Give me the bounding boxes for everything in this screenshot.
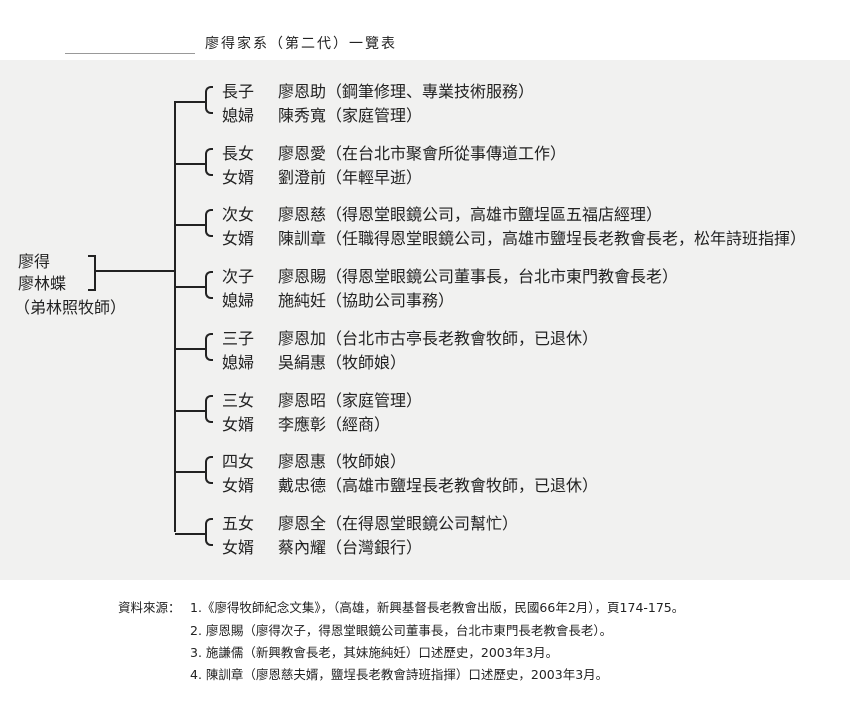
family-member-row: 五女 廖恩全（在得恩堂眼鏡公司幫忙）: [222, 510, 518, 534]
member-role: 三子: [222, 328, 255, 348]
branch-connector: [175, 532, 205, 535]
member-desc: （台北市古亭長老教會牧師，已退休）: [326, 328, 599, 348]
couple-bracket: [205, 271, 213, 300]
member-role: 長子: [222, 82, 255, 101]
member-role: 女婿: [222, 229, 255, 249]
member-name: 廖恩昭: [278, 390, 327, 410]
member-role: 長女: [222, 143, 255, 163]
root-name-2: 廖林蝶: [18, 274, 67, 293]
family-member-row: 女婿 陳訓章（任職得恩堂眼鏡公司，高雄市鹽埕長老教會長老，松年詩班指揮）: [222, 225, 806, 249]
root-connector: [95, 270, 175, 272]
member-role: 女婿: [222, 414, 255, 434]
member-role: 次子: [222, 267, 255, 287]
couple-bracket: [205, 517, 213, 546]
couple-bracket: [205, 209, 213, 238]
source-item: 4. 陳訓章（廖恩慈夫婿，鹽埕長老教會詩班指揮）口述歷史，2003年3月。: [190, 667, 609, 682]
tree-trunk: [174, 101, 176, 532]
member-role: 媳婦: [222, 291, 255, 311]
member-role: 四女: [222, 452, 255, 472]
couple-bracket: [205, 86, 213, 114]
member-desc: （高雄市鹽埕長老教會牧師，已退休）: [326, 476, 599, 496]
branch-connector: [175, 471, 205, 474]
family-member-row: 次子 廖恩賜（得恩堂眼鏡公司董事長，台北市東門教會長老）: [222, 263, 678, 287]
branch-connector: [175, 409, 205, 412]
branch-connector: [175, 224, 205, 227]
source-item: 1.《廖得牧師紀念文集》，（高雄，新興基督長老教會出版，民國66年2月），頁17…: [190, 600, 685, 615]
member-desc: （得恩堂眼鏡公司董事長，台北市東門教會長老）: [326, 267, 679, 287]
member-role: 女婿: [222, 476, 255, 496]
member-role: 女婿: [222, 537, 255, 557]
couple-bracket: [205, 456, 213, 485]
family-member-row: 長子 廖恩助（鋼筆修理、專業技術服務）: [222, 78, 534, 102]
title-rule: [65, 53, 195, 54]
sources-label: 資料來源：: [118, 600, 181, 615]
member-name: 廖恩慈: [278, 205, 327, 225]
branch-connector: [175, 162, 205, 165]
member-name: 陳訓章: [278, 229, 327, 249]
member-role: 三女: [222, 390, 255, 410]
family-member-row: 三女 廖恩昭（家庭管理）: [222, 387, 422, 411]
member-role: 五女: [222, 513, 255, 533]
couple-bracket: [205, 332, 213, 361]
member-desc: （台灣銀行）: [326, 537, 423, 557]
page-scan-background: [0, 60, 850, 580]
member-name: 劉澄前: [278, 167, 327, 187]
member-desc: （協助公司事務）: [326, 291, 455, 311]
member-desc: （得恩堂眼鏡公司，高雄市鹽埕區五福店經理）: [326, 205, 663, 225]
member-name: 吳絹惠: [278, 352, 327, 372]
family-member-row: 女婿 蔡內耀（台灣銀行）: [222, 534, 422, 558]
branch-connector: [175, 347, 205, 350]
member-desc: （任職得恩堂眼鏡公司，高雄市鹽埕長老教會長老，松年詩班指揮）: [326, 229, 807, 249]
member-name: 李應彰: [278, 414, 327, 434]
family-member-row: 媳婦 施純妊（協助公司事務）: [222, 287, 454, 311]
member-role: 次女: [222, 205, 255, 225]
member-desc: （年輕早逝）: [326, 167, 423, 187]
member-desc: （家庭管理）: [326, 390, 423, 410]
member-name: 施純妊: [278, 291, 327, 311]
branch-connector: [175, 101, 205, 103]
member-name: 廖恩愛: [278, 143, 327, 163]
family-member-row: 女婿 李應彰（經商）: [222, 411, 390, 435]
member-desc: （在得恩堂眼鏡公司幫忙）: [326, 513, 519, 533]
member-desc: （鋼筆修理、專業技術服務）: [326, 82, 535, 101]
root-bracket: [88, 255, 96, 291]
member-desc: （經商）: [326, 414, 391, 434]
family-member-row: 四女 廖恩惠（牧師娘）: [222, 448, 406, 472]
branch-connector: [175, 286, 205, 289]
page-title: 廖得家系（第二代）一覽表: [205, 36, 397, 52]
member-role: 女婿: [222, 167, 255, 187]
couple-bracket: [205, 394, 213, 423]
member-name: 戴忠德: [278, 476, 327, 496]
family-member-row: 媳婦 陳秀寬（家庭管理）: [222, 102, 422, 126]
member-desc: （牧師娘）: [326, 452, 407, 472]
family-member-row: 三子 廖恩加（台北市古亭長老教會牧師，已退休）: [222, 325, 598, 349]
root-note: （弟林照牧師）: [14, 298, 127, 317]
member-role: 媳婦: [222, 106, 255, 125]
member-name: 廖恩惠: [278, 452, 327, 472]
source-item: 2. 廖恩賜（廖得次子，得恩堂眼鏡公司董事長，台北市東門長老教會長老）。: [190, 623, 613, 638]
member-desc: （牧師娘）: [326, 352, 407, 372]
member-name: 蔡內耀: [278, 537, 327, 557]
member-name: 陳秀寬: [278, 106, 327, 125]
member-name: 廖恩全: [278, 513, 327, 533]
family-member-row: 媳婦 吳絹惠（牧師娘）: [222, 349, 406, 373]
member-role: 媳婦: [222, 352, 255, 372]
member-desc: （在台北市聚會所從事傳道工作）: [326, 143, 567, 163]
family-member-row: 長女 廖恩愛（在台北市聚會所從事傳道工作）: [222, 140, 566, 164]
family-member-row: 女婿 戴忠德（高雄市鹽埕長老教會牧師，已退休）: [222, 472, 598, 496]
source-item: 3. 施謙儒（新興教會長老，其妹施純妊）口述歷史，2003年3月。: [190, 645, 559, 660]
member-desc: （家庭管理）: [326, 106, 423, 125]
member-name: 廖恩加: [278, 328, 327, 348]
member-name: 廖恩助: [278, 82, 327, 101]
couple-bracket: [205, 147, 213, 176]
root-name-1: 廖得: [18, 252, 51, 271]
family-member-row: 次女 廖恩慈（得恩堂眼鏡公司，高雄市鹽埕區五福店經理）: [222, 201, 662, 225]
family-member-row: 女婿 劉澄前（年輕早逝）: [222, 164, 422, 188]
member-name: 廖恩賜: [278, 267, 327, 287]
